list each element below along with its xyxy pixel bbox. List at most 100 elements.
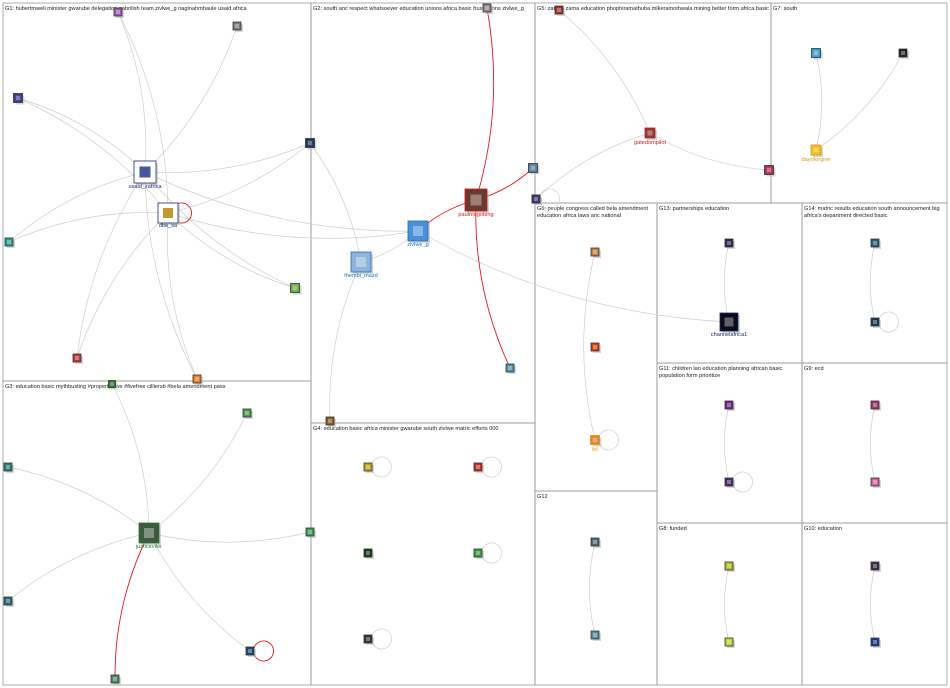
node-g9a[interactable] — [871, 401, 881, 411]
edge-justice-g3d — [149, 532, 310, 542]
node-g7a[interactable] — [812, 49, 823, 60]
avatar-mark — [16, 96, 21, 101]
avatar-mark — [873, 320, 877, 324]
panel-border — [802, 203, 947, 363]
edge-usaid-g1d — [9, 172, 145, 242]
avatar-mark — [308, 141, 313, 146]
edge-gatedom-g5c — [536, 133, 650, 199]
edge-g4e-g4e — [372, 629, 392, 649]
edge-g4a-g4a — [372, 457, 392, 477]
node-g1d[interactable] — [5, 238, 15, 248]
node-g2b[interactable] — [529, 164, 540, 175]
node-themb[interactable]: thembi_mazd — [344, 252, 378, 279]
node-channel[interactable]: channelafrica1 — [711, 313, 747, 338]
edges-layer — [8, 8, 903, 679]
panel-border — [535, 3, 771, 203]
node-g6b[interactable] — [591, 343, 601, 353]
node-g8b[interactable] — [725, 638, 735, 648]
node-g6a[interactable] — [591, 248, 601, 258]
edge-usaid-g1g — [77, 172, 145, 358]
node-g1c[interactable] — [233, 22, 243, 32]
avatar-mark — [235, 24, 239, 28]
avatar-mark — [727, 480, 731, 484]
avatar-mark — [725, 318, 734, 327]
avatar-mark — [308, 530, 312, 534]
node-g3f[interactable] — [246, 647, 256, 657]
edge-justice-g3f — [149, 533, 250, 651]
panel-border — [311, 3, 535, 423]
avatar-mark — [366, 551, 370, 555]
avatar-mark — [767, 168, 772, 173]
node-g5c[interactable] — [532, 195, 542, 205]
node-g1f[interactable] — [291, 284, 302, 295]
panel-border — [657, 523, 802, 685]
node-g13a[interactable] — [725, 239, 735, 249]
node-label: thembi_mazd — [344, 273, 378, 279]
edge-usaid-g1a — [18, 98, 145, 172]
node-g9b[interactable] — [871, 478, 881, 488]
avatar-mark — [531, 166, 536, 171]
avatar-mark — [873, 564, 877, 568]
edge-justice-g3g — [115, 533, 149, 679]
avatar-mark — [248, 649, 252, 653]
node-g1e[interactable] — [306, 139, 317, 150]
node-g4c[interactable] — [364, 549, 374, 559]
edge-dbe-g1e — [168, 143, 310, 213]
avatar-mark — [366, 465, 370, 469]
avatar-mark — [113, 677, 117, 681]
node-g11a[interactable] — [725, 401, 735, 411]
node-g4e[interactable] — [364, 635, 374, 645]
node-g3d[interactable] — [306, 528, 316, 538]
panel-border — [657, 363, 802, 523]
node-label: paulmogobing — [458, 212, 493, 218]
avatar-mark — [75, 356, 79, 360]
edge-usaid-g1c — [145, 26, 237, 172]
node-gatedom[interactable]: gatedompilot — [634, 128, 666, 146]
node-dbe[interactable]: dbe_sa — [158, 203, 180, 229]
panel-g7: G7: south — [771, 3, 947, 203]
panel-border — [802, 523, 947, 685]
avatar-mark — [144, 528, 154, 538]
node-g3g[interactable] — [111, 675, 121, 685]
edge-g4d-g4d — [482, 543, 502, 563]
node-g5b[interactable] — [765, 166, 776, 177]
node-g1g[interactable] — [73, 354, 83, 364]
node-label: dayoforgive — [802, 157, 831, 163]
edge-usaid-g1e — [145, 143, 310, 173]
node-g1a[interactable] — [14, 94, 25, 105]
node-g8a[interactable] — [725, 562, 735, 572]
avatar-mark — [534, 197, 538, 201]
node-g11b[interactable] — [725, 478, 735, 488]
panel-g2: G2: south anc respect whatsoever educati… — [311, 3, 535, 423]
node-zivlwe[interactable]: zivlwe_g — [407, 221, 430, 248]
node-g10a[interactable] — [871, 562, 881, 572]
node-dayoforgive[interactable]: dayoforgive — [802, 145, 831, 163]
node-g14a[interactable] — [871, 239, 881, 249]
avatar-mark — [140, 167, 151, 178]
node-lol[interactable]: lol — [591, 436, 602, 454]
node-justice[interactable]: justiceviler — [135, 523, 162, 550]
panel-title: G11: children lan education planning afr… — [659, 366, 783, 379]
edge-themb-g1e — [310, 143, 361, 262]
edge-dayoforgive-g7b — [816, 53, 903, 150]
node-label: lol — [592, 447, 598, 453]
node-g12a[interactable] — [591, 538, 601, 548]
edge-g12a-g12b — [589, 542, 595, 635]
edge-g4b-g4b — [482, 457, 502, 477]
avatar-mark — [727, 564, 731, 568]
panel-g5: G5: zamas zama education phophiramathuba… — [535, 3, 771, 203]
edge-justice-g3c — [8, 467, 149, 533]
node-g3c[interactable] — [4, 463, 14, 473]
node-g10b[interactable] — [871, 638, 881, 648]
avatar-mark — [873, 241, 877, 245]
avatar-mark — [901, 51, 905, 55]
node-g4b[interactable] — [474, 463, 484, 473]
node-g14b[interactable] — [871, 318, 881, 328]
node-g4d[interactable] — [474, 549, 484, 559]
node-g3e[interactable] — [4, 597, 14, 607]
avatar-mark — [727, 241, 731, 245]
node-g4a[interactable] — [364, 463, 374, 473]
node-g2e[interactable] — [506, 364, 516, 374]
avatar-mark — [593, 438, 598, 443]
node-g12b[interactable] — [591, 631, 601, 641]
